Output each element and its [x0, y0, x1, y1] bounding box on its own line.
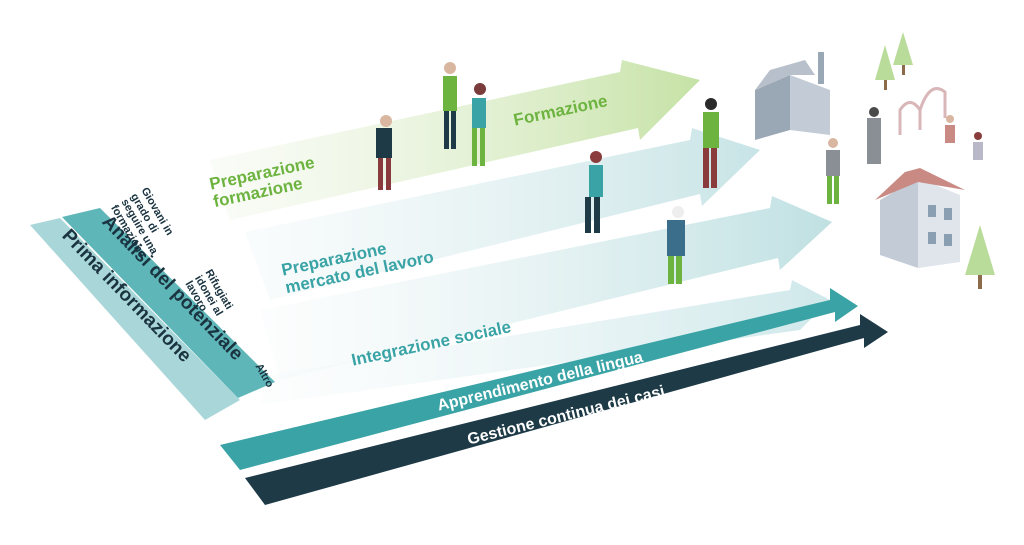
prima-informazione-bar	[30, 218, 240, 420]
mercato-arrow	[245, 128, 760, 300]
analisi-potenziale-bar	[62, 208, 275, 398]
integrazione-arrow-lower	[260, 280, 830, 405]
casi-bar	[245, 314, 888, 505]
integrazione-arrow	[260, 196, 832, 380]
factory-icon	[755, 52, 830, 140]
lingua-bar	[220, 288, 858, 470]
playground-icon	[898, 87, 947, 135]
tree-icon	[875, 32, 995, 289]
person-icon	[376, 62, 983, 284]
house-icon	[875, 168, 965, 268]
